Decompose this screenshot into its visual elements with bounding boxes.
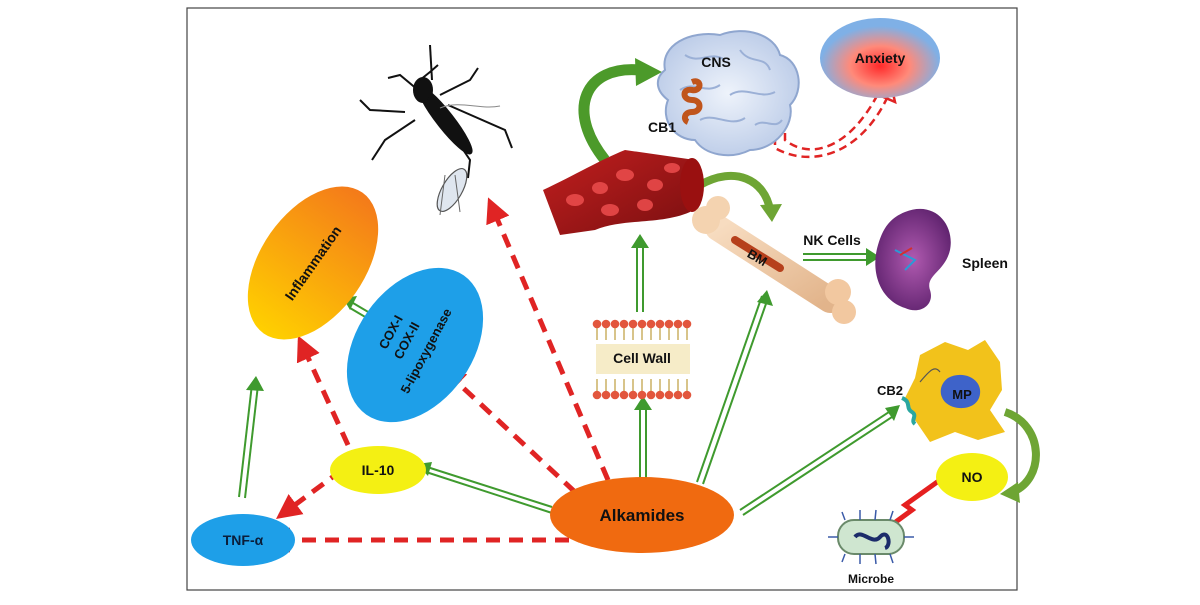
arrow-vessel-cns	[578, 64, 641, 164]
brain-icon	[656, 30, 800, 157]
blood-vessel-icon	[543, 150, 704, 235]
il10-label: IL-10	[362, 462, 395, 478]
arrow-alkamides-cox	[440, 366, 577, 494]
arrow-alkamides-mosquito	[486, 197, 611, 481]
cb2-label: CB2	[877, 383, 903, 398]
mp-label: MP	[952, 387, 972, 402]
no-node	[936, 453, 1008, 501]
tnf-node	[191, 514, 295, 566]
cns-label: CNS	[701, 54, 731, 70]
arrow-vessel-bone	[698, 172, 774, 211]
nk-cells-label: NK Cells	[803, 232, 861, 248]
cell-membrane-icon	[592, 319, 692, 400]
arrow-cns-anxiety	[765, 86, 882, 151]
arrow-alkamides-il10	[423, 465, 553, 508]
microbe-icon	[828, 509, 914, 565]
alkamides-label: Alkamides	[599, 506, 684, 525]
macrophage-icon	[901, 340, 1005, 442]
arrow-il10-inflammation	[296, 335, 351, 447]
no-label: NO	[962, 469, 983, 485]
spleen-label: Spleen	[962, 255, 1008, 271]
arrow-tnf-inflammation	[238, 383, 253, 498]
arrow-macrophage-no	[1003, 408, 1040, 496]
arrow-alkamides-bone	[696, 295, 763, 483]
arrow-il10-tnf	[275, 467, 344, 519]
cell-wall-label: Cell Wall	[613, 350, 671, 366]
il10-node	[330, 446, 426, 494]
anxiety-label: Anxiety	[855, 50, 906, 66]
microbe-label: Microbe	[848, 572, 894, 586]
arrows	[238, 58, 1040, 553]
cb1-receptor-icon	[681, 78, 703, 125]
spleen-icon	[875, 208, 951, 311]
cb1-label: CB1	[648, 119, 676, 135]
tnf-label: TNF-α	[223, 532, 264, 548]
bone-icon	[692, 196, 856, 324]
mosquito-icon	[359, 44, 513, 216]
alkamides-node	[550, 477, 734, 553]
inflammation-node	[247, 186, 379, 340]
arrow-alkamides-macrophage	[739, 409, 893, 511]
cox-node	[346, 267, 484, 423]
anxiety-node	[820, 18, 940, 98]
